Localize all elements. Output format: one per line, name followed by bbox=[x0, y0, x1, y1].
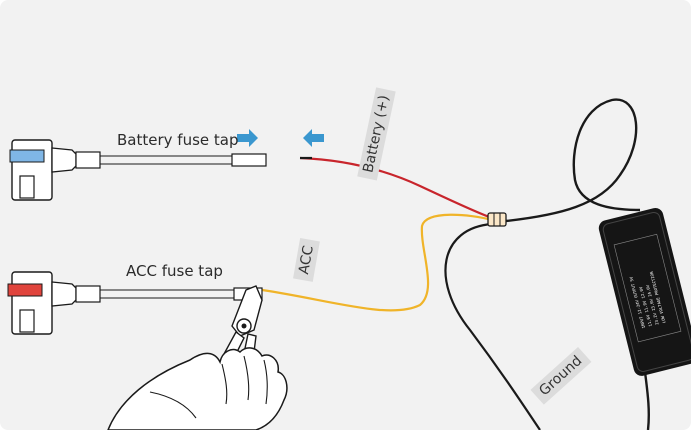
arrow-right-icon bbox=[237, 129, 258, 147]
arrow-left-icon bbox=[303, 129, 324, 147]
ground-wire bbox=[444, 222, 541, 430]
inline-connector bbox=[487, 212, 507, 227]
power-cable bbox=[505, 98, 641, 223]
hardwire-module: INPUT 12-24V OUTPUT 5V 11.6V 11.8V 12.0V… bbox=[598, 208, 691, 376]
battery-fuse-tap bbox=[9, 139, 267, 201]
acc-fuse-tap-label: ACC fuse tap bbox=[126, 262, 223, 280]
output-cable bbox=[643, 371, 650, 430]
acc-fuse-tap bbox=[7, 271, 263, 335]
battery-fuse-tap-label: Battery fuse tap bbox=[117, 131, 239, 149]
acc-wire bbox=[261, 213, 493, 312]
battery-wire bbox=[299, 156, 493, 220]
hand-icon bbox=[107, 347, 288, 430]
